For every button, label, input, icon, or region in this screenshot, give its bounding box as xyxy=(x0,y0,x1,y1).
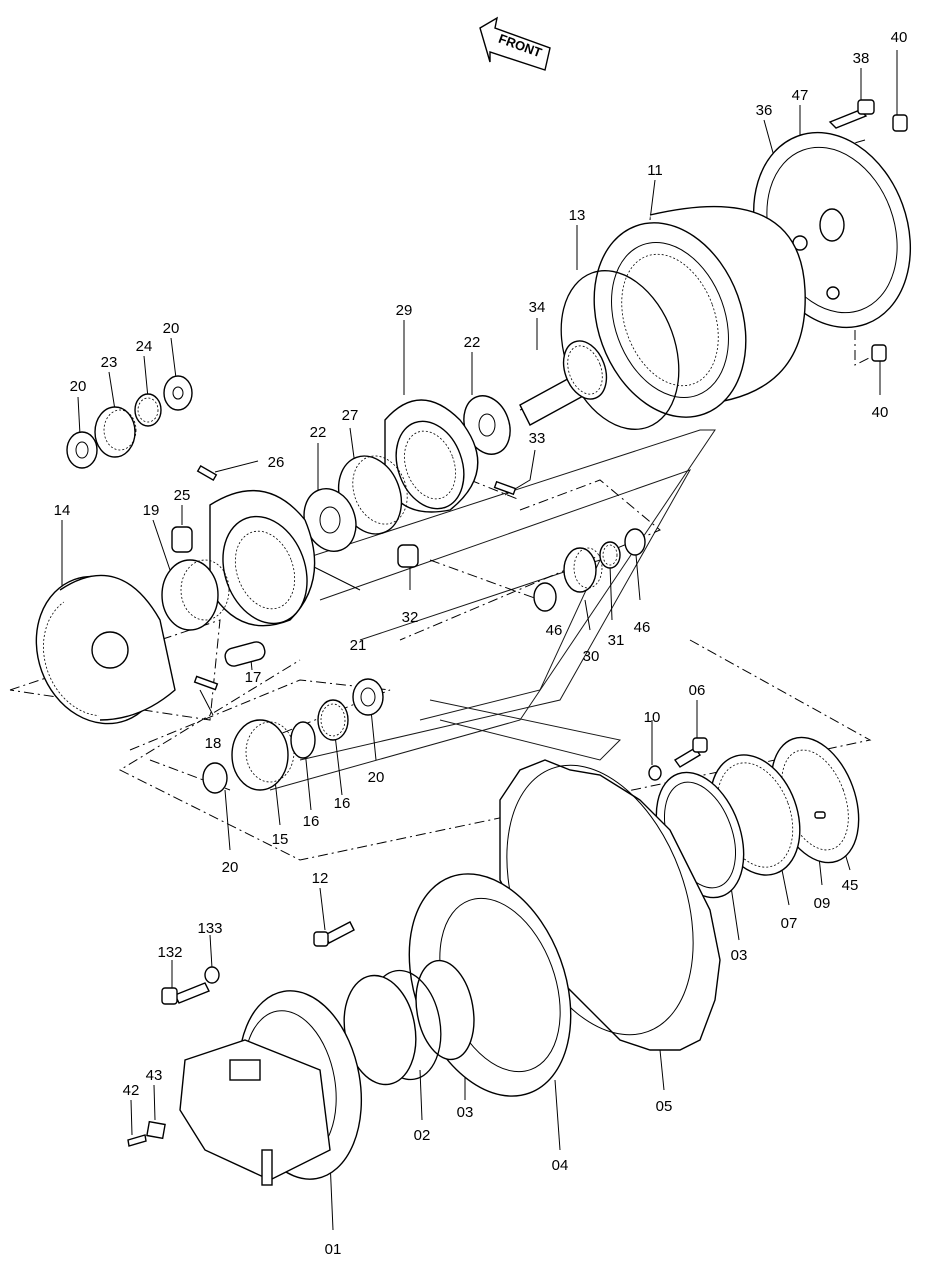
part-label-10: 10 xyxy=(644,709,661,726)
front-direction-arrow: FRONT xyxy=(479,16,551,71)
part-label-133: 133 xyxy=(197,920,222,937)
part-label-25: 25 xyxy=(174,487,191,504)
part-label-32: 32 xyxy=(402,609,419,626)
part-label-42: 42 xyxy=(123,1082,140,1099)
part-label-33: 33 xyxy=(529,430,546,447)
part-label-05: 05 xyxy=(656,1098,673,1115)
part-label-38: 38 xyxy=(853,50,870,67)
part-label-04: 04 xyxy=(552,1157,569,1174)
part-label-20: 20 xyxy=(70,378,87,395)
part-label-29: 29 xyxy=(396,302,413,319)
part-label-34: 34 xyxy=(529,299,546,316)
part-label-40: 40 xyxy=(872,404,889,421)
part-label-09: 09 xyxy=(814,895,831,912)
part-label-16: 16 xyxy=(334,795,351,812)
part-label-17: 17 xyxy=(245,669,262,686)
part-label-36: 36 xyxy=(756,102,773,119)
part-label-19: 19 xyxy=(143,502,160,519)
part-label-22: 22 xyxy=(310,424,327,441)
part-label-26: 26 xyxy=(268,454,285,471)
part-labels: 40 38 47 36 11 13 40 34 29 22 33 27 22 2… xyxy=(54,29,908,1258)
part-label-43: 43 xyxy=(146,1067,163,1084)
part-label-46: 46 xyxy=(546,622,563,639)
part-label-47: 47 xyxy=(792,87,809,104)
parts-drawings xyxy=(35,99,912,1186)
part-label-12: 12 xyxy=(312,870,329,887)
part-label-46: 46 xyxy=(634,619,651,636)
part-label-21: 21 xyxy=(350,637,367,654)
part-label-11: 11 xyxy=(647,162,663,179)
part-label-40: 40 xyxy=(891,29,908,46)
part-label-16: 16 xyxy=(303,813,320,830)
part-label-02: 02 xyxy=(414,1127,431,1144)
leader-lines xyxy=(61,50,898,1231)
part-label-20: 20 xyxy=(222,859,239,876)
part-label-14: 14 xyxy=(54,502,71,519)
part-label-07: 07 xyxy=(781,915,798,932)
watermark-logo xyxy=(269,429,716,791)
part-label-24: 24 xyxy=(136,338,153,355)
part-label-20: 20 xyxy=(163,320,180,337)
part-label-15: 15 xyxy=(272,831,289,848)
part-label-03: 03 xyxy=(731,947,748,964)
part-label-27: 27 xyxy=(342,407,359,424)
part-label-01: 01 xyxy=(325,1241,342,1258)
part-label-13: 13 xyxy=(569,207,586,224)
part-label-23: 23 xyxy=(101,354,118,371)
part-label-06: 06 xyxy=(689,682,706,699)
part-label-20: 20 xyxy=(368,769,385,786)
part-label-45: 45 xyxy=(842,877,859,894)
part-label-31: 31 xyxy=(608,632,625,649)
part-label-03: 03 xyxy=(457,1104,474,1121)
part-label-132: 132 xyxy=(157,944,182,961)
part-label-22: 22 xyxy=(464,334,481,351)
part-label-30: 30 xyxy=(583,648,600,665)
part-label-18: 18 xyxy=(205,735,222,752)
